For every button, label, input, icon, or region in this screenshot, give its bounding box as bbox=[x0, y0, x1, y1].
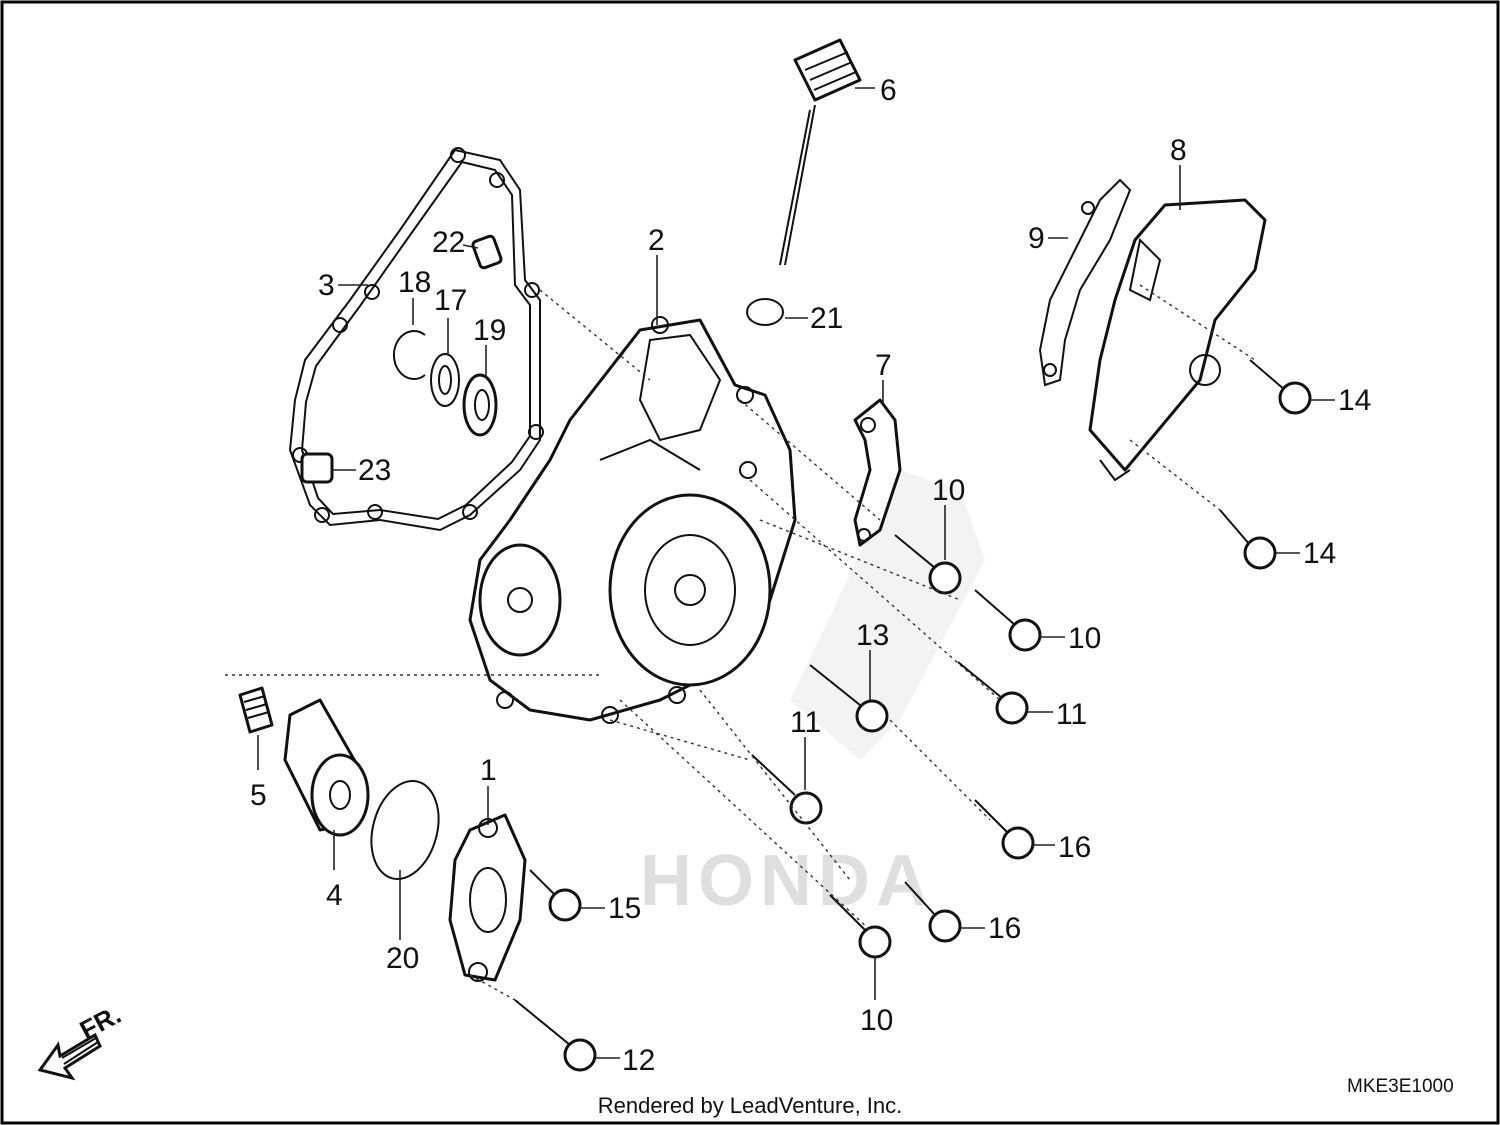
callout-18: 18 bbox=[398, 266, 431, 299]
callout-15: 15 bbox=[608, 892, 641, 925]
bolt-11-right[interactable] bbox=[957, 661, 1029, 725]
callout-3: 3 bbox=[318, 269, 335, 302]
o-ring-small[interactable] bbox=[746, 298, 784, 326]
bolt-16-lower[interactable] bbox=[904, 881, 962, 943]
oil-filter-spring[interactable] bbox=[238, 686, 274, 734]
alignment-lines bbox=[225, 284, 1256, 1001]
bracket-part[interactable] bbox=[853, 398, 902, 547]
callout-21: 21 bbox=[810, 302, 843, 335]
oil-dipstick[interactable] bbox=[779, 38, 862, 266]
callout-20: 20 bbox=[386, 942, 419, 975]
callout-14-lower: 14 bbox=[1303, 537, 1336, 570]
bolt-14-upper[interactable] bbox=[1249, 359, 1312, 415]
bolt-10-right[interactable] bbox=[974, 589, 1042, 652]
oil-filter-cover-o-ring[interactable] bbox=[361, 773, 449, 886]
callout-7: 7 bbox=[875, 349, 892, 382]
callout-5: 5 bbox=[250, 779, 267, 812]
bolt-15[interactable] bbox=[529, 869, 582, 922]
callout-1: 1 bbox=[480, 754, 497, 787]
washer-part[interactable] bbox=[430, 353, 460, 407]
callout-11-center: 11 bbox=[790, 706, 821, 739]
oil-filter-cover[interactable] bbox=[448, 813, 527, 982]
callout-8: 8 bbox=[1170, 134, 1187, 167]
circlip-part[interactable] bbox=[392, 330, 426, 380]
callout-19: 19 bbox=[473, 314, 506, 347]
callout-10-lower: 10 bbox=[860, 1004, 893, 1037]
callout-10-right: 10 bbox=[1068, 622, 1101, 655]
callout-12: 12 bbox=[622, 1044, 655, 1077]
callout-2: 2 bbox=[648, 224, 665, 257]
dowel-pin-lower[interactable] bbox=[300, 452, 334, 484]
leader-lines bbox=[257, 87, 1335, 1059]
front-direction-arrow-icon: FR. bbox=[37, 999, 126, 1081]
callout-4: 4 bbox=[326, 879, 343, 912]
bolt-13[interactable] bbox=[809, 664, 889, 733]
diagram-code: MKE3E1000 bbox=[1347, 1076, 1454, 1097]
bolt-11-center[interactable] bbox=[751, 754, 823, 825]
callout-16-lower: 16 bbox=[988, 912, 1021, 945]
bolt-12[interactable] bbox=[514, 999, 597, 1072]
callout-13: 13 bbox=[856, 619, 889, 652]
bolt-14-lower[interactable] bbox=[1219, 509, 1277, 570]
dowel-pin-upper[interactable] bbox=[471, 234, 503, 270]
callout-14-upper: 14 bbox=[1338, 384, 1371, 417]
bolt-10-upper[interactable] bbox=[894, 534, 962, 595]
direction-mark: FR. bbox=[75, 999, 126, 1045]
callout-10-upper: 10 bbox=[932, 474, 965, 507]
oil-filter-part[interactable] bbox=[283, 698, 370, 837]
bolt-16-right[interactable] bbox=[974, 799, 1035, 860]
watermark-text: HONDA bbox=[640, 841, 934, 921]
callout-22: 22 bbox=[432, 226, 465, 259]
oil-seal-part[interactable] bbox=[462, 373, 498, 437]
callouts: 1 2 3 4 5 6 7 8 9 10 10 10 11 11 12 13 1… bbox=[250, 74, 1371, 1077]
callout-16-right: 16 bbox=[1058, 831, 1091, 864]
callout-17: 17 bbox=[434, 284, 467, 317]
bolt-10-lower[interactable] bbox=[829, 894, 892, 959]
callout-11-right: 11 bbox=[1056, 698, 1087, 731]
rear-cover-part[interactable] bbox=[1088, 198, 1267, 482]
left-crankcase-cover[interactable] bbox=[468, 316, 797, 724]
callout-9: 9 bbox=[1028, 222, 1045, 255]
callout-6: 6 bbox=[880, 74, 897, 107]
footer-credit: Rendered by LeadVenture, Inc. bbox=[598, 1093, 903, 1118]
callout-23: 23 bbox=[358, 454, 391, 487]
gasket-part[interactable] bbox=[288, 147, 544, 532]
rear-gasket-part[interactable] bbox=[1038, 178, 1132, 387]
